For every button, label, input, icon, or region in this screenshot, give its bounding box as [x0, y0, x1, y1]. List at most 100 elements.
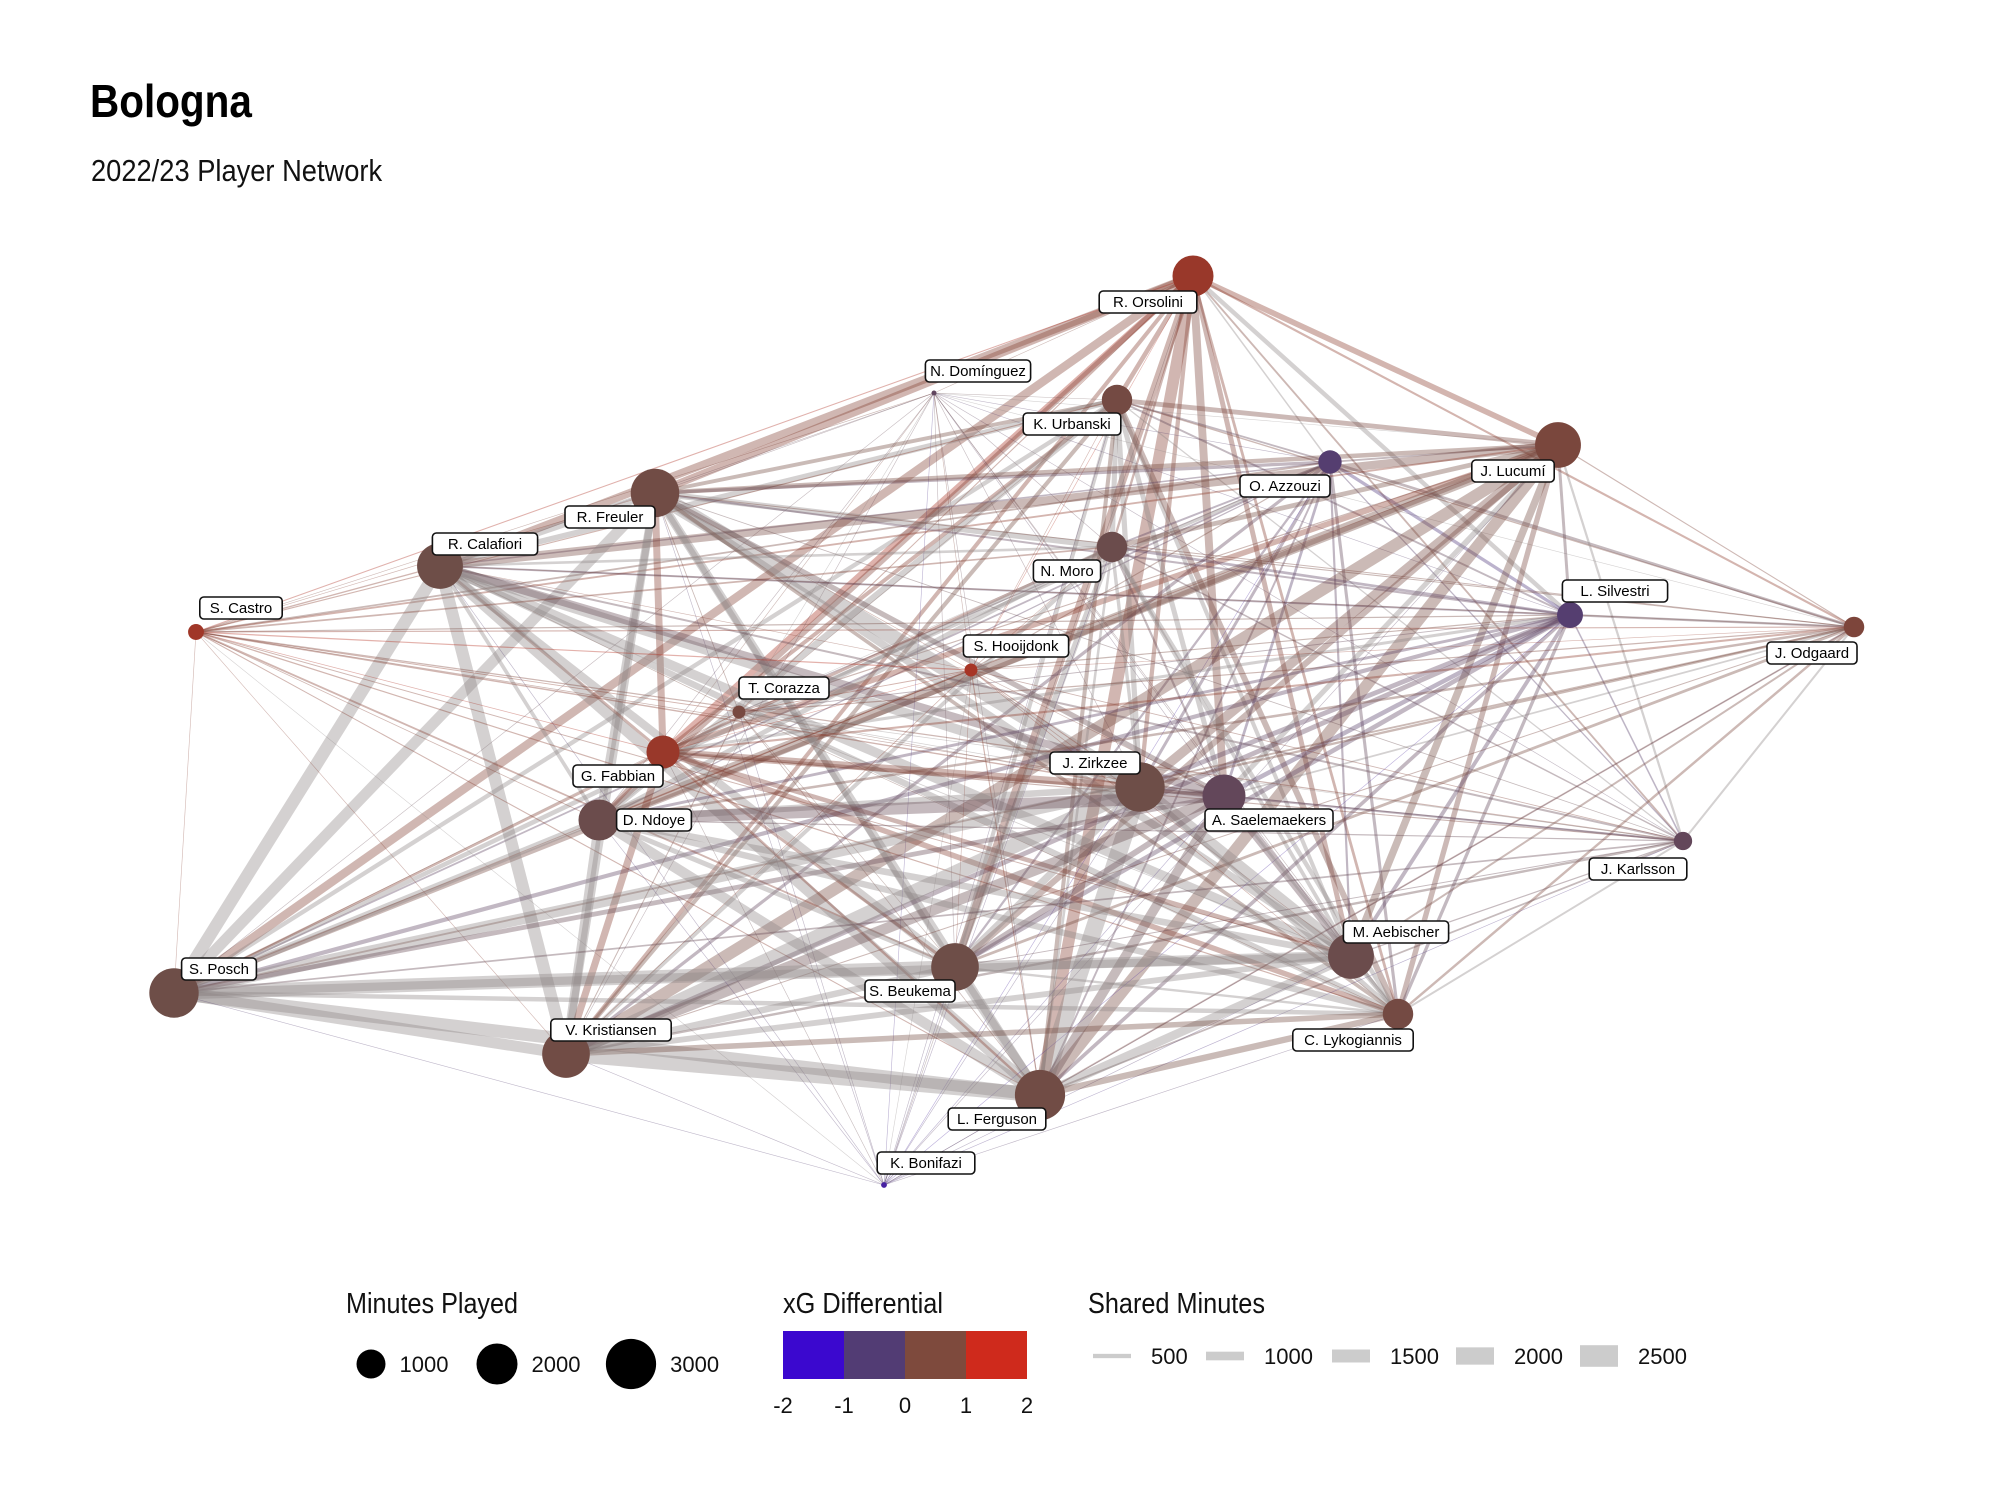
player-node[interactable] — [732, 705, 746, 719]
label-text: S. Beukema — [869, 983, 951, 1000]
edge — [596, 815, 1043, 1100]
label-text: J. Karlsson — [1601, 861, 1675, 878]
edge — [970, 669, 1352, 957]
player-node[interactable] — [1843, 616, 1865, 638]
edge — [195, 631, 567, 1055]
edge — [883, 795, 1225, 1186]
edge — [662, 751, 885, 1186]
player-node[interactable] — [1172, 255, 1214, 297]
player-node[interactable] — [1318, 450, 1342, 474]
label-box — [1239, 474, 1331, 498]
player-node[interactable] — [188, 624, 204, 640]
label-box — [1032, 559, 1102, 583]
edge — [439, 564, 664, 754]
player-node[interactable] — [1382, 998, 1414, 1030]
label-text: V. Kristiansen — [565, 1022, 656, 1039]
edge — [439, 565, 972, 671]
player-node[interactable] — [1535, 422, 1581, 468]
player-node[interactable] — [1202, 774, 1246, 818]
edge — [439, 397, 1118, 569]
legend-width-key — [1332, 1349, 1370, 1363]
label-box — [876, 1151, 976, 1175]
legend-width-label: 2000 — [1514, 1344, 1563, 1369]
edge — [1111, 545, 1571, 617]
label-box — [738, 676, 830, 700]
player-node[interactable] — [542, 1030, 590, 1078]
edge — [1136, 441, 1562, 791]
edge — [438, 561, 1353, 961]
chart-subtitle: 2022/23 Player Network — [91, 153, 383, 188]
player-node[interactable] — [1101, 384, 1133, 416]
player-node[interactable] — [646, 735, 680, 769]
edge — [561, 819, 604, 1055]
edge — [933, 392, 1041, 1096]
edge — [1192, 275, 1855, 628]
edge — [883, 614, 1571, 1186]
edge — [1569, 614, 1684, 842]
player-label: V. Kristiansen — [549, 1018, 672, 1042]
edge — [970, 444, 1559, 671]
edge — [883, 955, 1352, 1186]
edge — [660, 273, 1196, 755]
legend-size-label: 3000 — [670, 1352, 719, 1377]
edge — [565, 392, 935, 1055]
edge — [738, 399, 1118, 713]
player-node[interactable] — [881, 1182, 887, 1188]
edge — [173, 951, 1352, 998]
edge — [883, 275, 1194, 1186]
edge — [970, 614, 1571, 671]
player-node[interactable] — [1673, 831, 1693, 851]
edge — [564, 398, 1119, 1056]
edge — [662, 749, 1399, 1017]
edge — [738, 711, 1041, 1096]
player-node[interactable] — [931, 943, 979, 991]
legend-width-label: 500 — [1151, 1344, 1188, 1369]
label-text: K. Bonifazi — [890, 1155, 962, 1172]
player-node[interactable] — [1328, 933, 1374, 979]
legend-color-swatch — [844, 1331, 905, 1379]
edge — [954, 669, 972, 968]
edge — [933, 392, 1225, 797]
edge — [565, 953, 1352, 1057]
player-node[interactable] — [578, 799, 620, 841]
edge — [662, 749, 1352, 959]
edge — [1111, 546, 1855, 628]
edge — [170, 489, 659, 997]
edge — [1223, 794, 1684, 843]
edge — [970, 669, 1684, 842]
edge — [1116, 399, 1855, 628]
legend-width-label: 1500 — [1390, 1344, 1439, 1369]
edge — [662, 751, 1684, 842]
edge — [195, 631, 1399, 1015]
edge — [195, 631, 1352, 957]
edge — [439, 545, 1113, 568]
edge — [1556, 444, 1685, 842]
edge — [662, 750, 956, 969]
edge — [1396, 614, 1572, 1015]
label-text: R. Freuler — [577, 509, 644, 526]
player-label: K. Urbanski — [1022, 412, 1122, 436]
edge — [1569, 613, 1855, 629]
edge — [654, 460, 1331, 495]
player-node[interactable] — [1557, 602, 1583, 628]
edge — [883, 461, 1331, 1186]
nodes-layer — [149, 255, 1865, 1188]
edge — [654, 492, 972, 671]
label-box — [1098, 290, 1198, 314]
edge — [1190, 275, 1354, 957]
player-node[interactable] — [964, 663, 978, 677]
label-text: N. Moro — [1040, 563, 1093, 580]
edge — [738, 711, 956, 968]
legend-width-key — [1093, 1353, 1131, 1359]
legend-color-swatch — [783, 1331, 844, 1379]
edge — [173, 960, 956, 1000]
edge — [1136, 782, 1355, 961]
player-node[interactable] — [931, 390, 937, 396]
edge — [1191, 274, 1572, 617]
player-node[interactable] — [630, 468, 680, 518]
player-node[interactable] — [1096, 531, 1128, 563]
legend-width-key — [1456, 1347, 1494, 1365]
label-box — [1342, 920, 1450, 944]
edge — [437, 562, 958, 971]
